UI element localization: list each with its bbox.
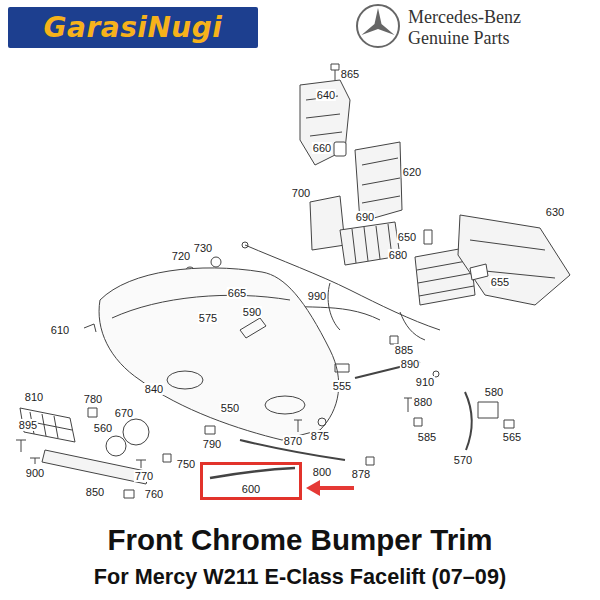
- callout-number: 810: [24, 391, 44, 403]
- clip: [205, 426, 215, 434]
- callout-number: 870: [283, 435, 303, 447]
- callout-number: 760: [144, 488, 164, 500]
- callout-number: 720: [171, 250, 191, 262]
- grille-bars: [352, 224, 392, 263]
- callout-number: 690: [355, 211, 375, 223]
- callout-number: 640: [316, 89, 336, 101]
- clip: [366, 457, 374, 465]
- sensor: [211, 257, 221, 267]
- fog-ring: [106, 436, 126, 456]
- callout-number: 895: [18, 419, 38, 431]
- callout-number: 878: [351, 468, 371, 480]
- callout-number: 900: [25, 467, 45, 479]
- callout-number: 560: [93, 422, 113, 434]
- fog-opening: [265, 396, 305, 414]
- pad: [335, 364, 349, 372]
- callout-number: 650: [397, 231, 417, 243]
- callout-number: 700: [291, 187, 311, 199]
- logo-box: GarasiNugi: [8, 7, 258, 48]
- bumper-bracket: [458, 215, 570, 305]
- clip: [390, 336, 398, 344]
- callout-number: 570: [453, 454, 473, 466]
- node-label: GarasiNugi: [44, 11, 223, 44]
- brand-star: [362, 8, 395, 35]
- callout-number: 990: [307, 290, 327, 302]
- callout-number: 590: [242, 306, 262, 318]
- fog-ring: [123, 419, 149, 445]
- callout-number: 585: [417, 431, 437, 443]
- callout-number: 730: [193, 242, 213, 254]
- brand-name: Genuine Parts: [408, 29, 509, 49]
- node-label: 600: [241, 483, 261, 495]
- bracket: [300, 80, 350, 165]
- washer: [318, 418, 326, 426]
- screw: [136, 460, 146, 468]
- callout-number: 750: [176, 458, 196, 470]
- bracket: [478, 402, 498, 418]
- clip: [414, 418, 422, 426]
- screw: [30, 458, 40, 464]
- connector: [242, 242, 248, 248]
- callout-number: 550: [220, 402, 240, 414]
- callout-number: 780: [83, 393, 103, 405]
- title: Front Chrome Bumper Trim: [0, 523, 600, 557]
- bracket-ribs: [306, 96, 342, 136]
- fog-opening: [167, 371, 203, 389]
- callout-number: 770: [134, 470, 154, 482]
- callout-number: 875: [310, 430, 330, 442]
- callout-number: 630: [545, 206, 565, 218]
- clip: [470, 264, 488, 280]
- callout-number: 910: [415, 376, 435, 388]
- callout-number: 680: [388, 249, 408, 261]
- clip: [334, 142, 346, 156]
- callout-number: 665: [227, 287, 247, 299]
- callout-number: 865: [340, 68, 360, 80]
- bumper-cover: [99, 268, 339, 440]
- callout-number: 660: [312, 142, 332, 154]
- callout-number: 880: [413, 396, 433, 408]
- screw: [404, 398, 412, 412]
- callout-number: 890: [400, 358, 420, 370]
- clip: [88, 408, 97, 417]
- callout-number: 620: [402, 166, 422, 178]
- callout-number: 790: [202, 438, 222, 450]
- callout-number: 555: [332, 380, 352, 392]
- callout-number: 800: [312, 466, 332, 478]
- absorber-ribs: [362, 158, 400, 203]
- hook: [84, 324, 96, 332]
- clip: [124, 490, 134, 498]
- callout-number: 575: [198, 312, 218, 324]
- caption: For Mercy W211 E-Class Facelift (07–09): [0, 564, 600, 590]
- clip: [424, 230, 432, 244]
- callout-number: 565: [502, 431, 522, 443]
- callout-number: 670: [114, 407, 134, 419]
- trim-strip: [465, 392, 472, 450]
- brand-name: Mercedes-Benz: [408, 8, 521, 28]
- callout-number: 850: [85, 486, 105, 498]
- screw: [16, 440, 26, 452]
- bracket: [310, 196, 345, 250]
- callout-number: 655: [490, 276, 510, 288]
- callout-number: 610: [50, 324, 70, 336]
- pointer-arrow: [306, 480, 354, 496]
- screw: [331, 64, 339, 70]
- clip: [163, 454, 171, 462]
- callout-number: 840: [144, 383, 164, 395]
- screw: [294, 420, 302, 432]
- trim-piece: [240, 318, 266, 338]
- chrome-trim-600: [210, 468, 295, 478]
- clip: [504, 420, 514, 428]
- brand-star-ring: [357, 5, 399, 47]
- callout-number: 580: [484, 386, 504, 398]
- callout-number: 885: [394, 344, 414, 356]
- highlight-box: 600: [200, 462, 302, 500]
